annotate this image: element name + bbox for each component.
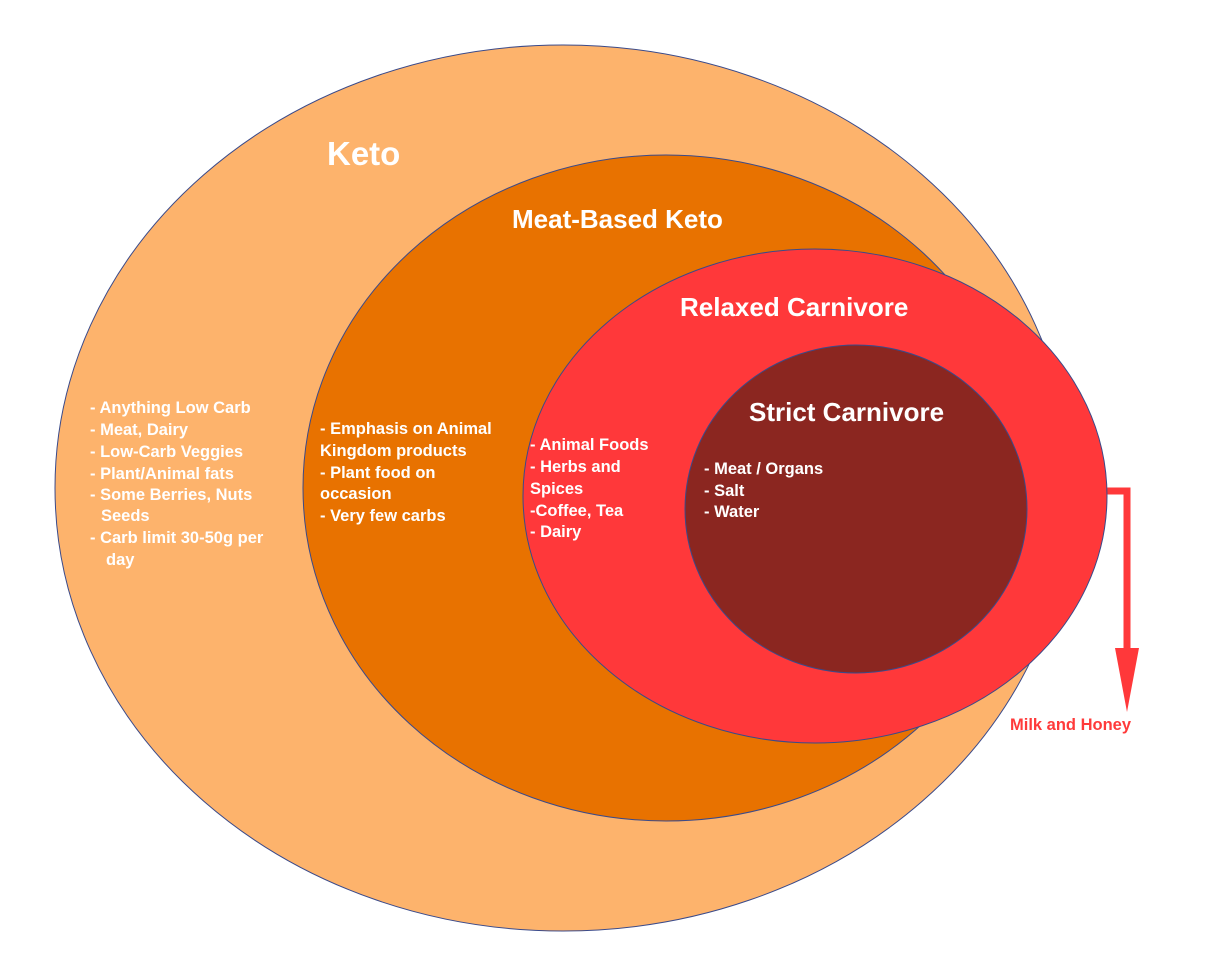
meat-based-keto-title: Meat-Based Keto: [512, 204, 723, 234]
meat-based-keto-item: occasion: [320, 485, 392, 503]
relaxed-carnivore-title: Relaxed Carnivore: [680, 292, 908, 322]
meat-based-keto-item: - Plant food on: [320, 464, 435, 482]
relaxed-carnivore-item: -Coffee, Tea: [530, 502, 624, 520]
keto-item: - Carb limit 30-50g per: [90, 529, 264, 547]
strict-carnivore-circle: [684, 344, 1028, 674]
strict-carnivore-item: - Meat / Organs: [704, 460, 823, 478]
relaxed-carnivore-item: Spices: [530, 480, 583, 498]
relaxed-carnivore-item: - Animal Foods: [530, 436, 649, 454]
keto-item: - Meat, Dairy: [90, 421, 189, 439]
meat-based-keto-item: Kingdom products: [320, 442, 467, 460]
arrow-head: [1115, 648, 1139, 712]
keto-item: - Low-Carb Veggies: [90, 443, 243, 461]
keto-item: Seeds: [101, 507, 150, 525]
milk-and-honey-arrow: [1100, 487, 1139, 712]
keto-title: Keto: [327, 135, 400, 172]
relaxed-carnivore-item: - Dairy: [530, 523, 582, 541]
keto-item: day: [106, 551, 135, 569]
keto-item: - Some Berries, Nuts: [90, 486, 252, 504]
relaxed-carnivore-item: - Herbs and: [530, 458, 621, 476]
keto-items: - Anything Low Carb - Meat, Dairy - Low-…: [90, 399, 264, 569]
arrow-shaft: [1100, 487, 1131, 650]
meat-based-keto-items: - Emphasis on Animal Kingdom products - …: [320, 420, 492, 525]
strict-carnivore-items: - Meat / Organs - Salt - Water: [704, 460, 823, 521]
strict-carnivore-item: - Salt: [704, 482, 745, 500]
milk-and-honey-label: Milk and Honey: [1010, 716, 1132, 734]
strict-carnivore-title: Strict Carnivore: [749, 397, 944, 427]
meat-based-keto-item: - Very few carbs: [320, 507, 446, 525]
relaxed-carnivore-items: - Animal Foods - Herbs and Spices -Coffe…: [530, 436, 649, 541]
meat-based-keto-item: - Emphasis on Animal: [320, 420, 492, 438]
keto-item: - Plant/Animal fats: [90, 465, 234, 483]
strict-carnivore-item: - Water: [704, 503, 760, 521]
keto-item: - Anything Low Carb: [90, 399, 251, 417]
